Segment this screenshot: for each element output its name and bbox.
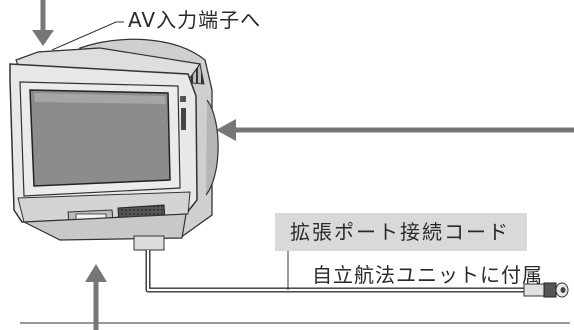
port-label-background xyxy=(275,213,527,251)
av-input-label: AV入力端子へ xyxy=(128,8,262,32)
monitor-unit-illustration xyxy=(9,38,219,251)
arrow-up-icon xyxy=(85,264,107,330)
av-leader-line xyxy=(51,21,124,51)
arrow-left-icon xyxy=(216,119,574,141)
included-with-unit-label: 自立航法ユニットに付属 xyxy=(312,263,543,287)
expansion-port-cord-line xyxy=(145,250,525,293)
plug-connector-icon xyxy=(523,282,569,298)
arrow-down-icon xyxy=(32,0,54,46)
expansion-port-cord-label: 拡張ポート接続コード xyxy=(290,220,510,244)
